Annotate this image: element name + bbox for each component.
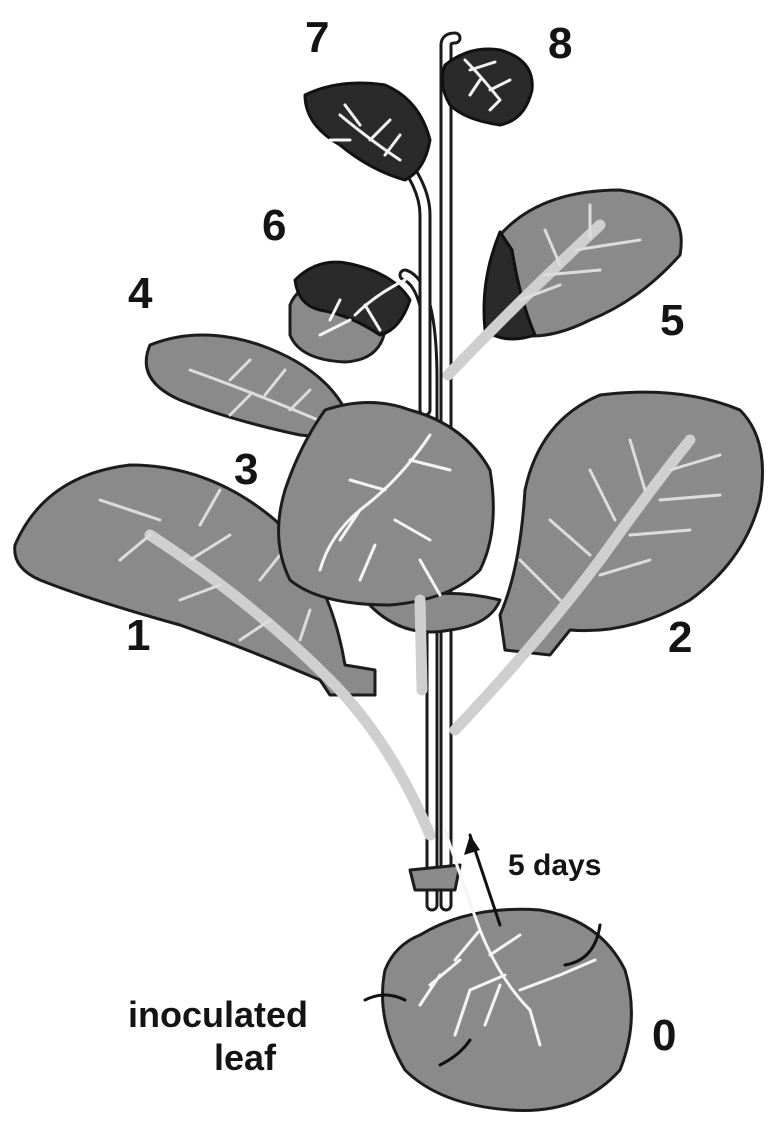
leaf-2 [455, 392, 763, 730]
leaf-label-1: 1 [126, 611, 150, 660]
leaf-5 [448, 190, 681, 375]
leaf-label-0: 0 [652, 1011, 676, 1060]
leaf-label-2: 2 [668, 613, 692, 662]
leaf-8 [442, 49, 532, 125]
leaf-label-4: 4 [128, 269, 153, 318]
leaf-label-5: 5 [660, 296, 684, 345]
inoculated-label-line2: leaf [214, 1037, 277, 1078]
inoculated-label-line1: inoculated [128, 994, 308, 1035]
time-label: 5 days [508, 849, 601, 882]
leaf-label-8: 8 [548, 19, 572, 68]
leaf-label-7: 7 [305, 13, 329, 62]
leaf-label-6: 6 [262, 201, 286, 250]
leaf-6 [290, 262, 410, 362]
leaf-label-3: 3 [234, 445, 258, 494]
leaf-7 [305, 83, 430, 180]
